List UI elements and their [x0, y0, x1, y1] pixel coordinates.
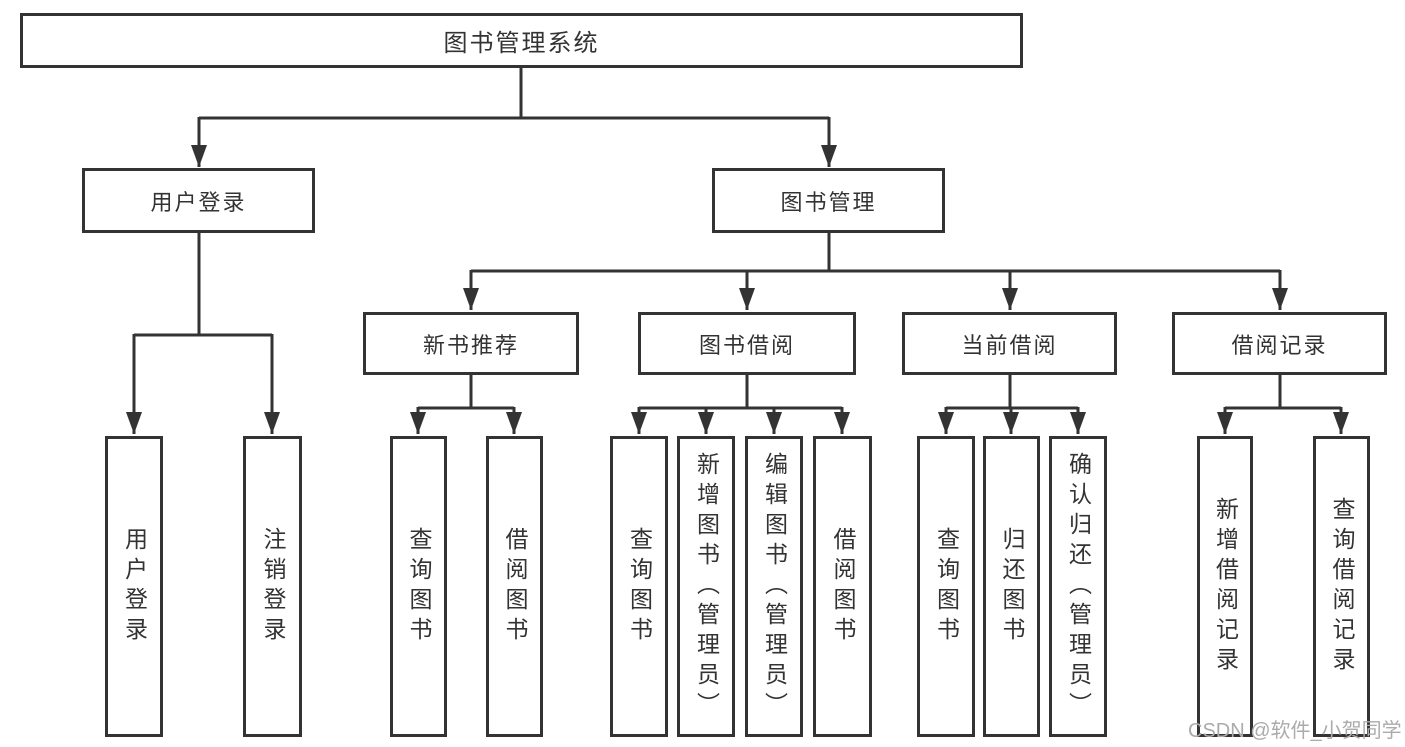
leaf-br-query-record: 查询借阅记录 — [1313, 436, 1370, 737]
leaf-label: 查询图书 — [406, 526, 432, 647]
leaf-br-add-record: 新增借阅记录 — [1197, 436, 1253, 737]
edge-new-books-trunk — [418, 375, 514, 410]
leaf-logout: 注销登录 — [243, 436, 302, 737]
leaf-label: 借阅图书 — [502, 526, 528, 647]
leaf-label: 用户登录 — [121, 526, 148, 647]
leaf-bb-query-books: 查询图书 — [610, 436, 668, 737]
leaf-label: 编辑图书（管理员） — [761, 451, 788, 722]
leaf-bb-add-books: 新增图书（管理员） — [677, 436, 735, 737]
node-book-borrow: 图书借阅 — [638, 312, 856, 375]
leaf-label: 新增借阅记录 — [1212, 496, 1239, 677]
leaf-nb-query-books: 查询图书 — [390, 436, 447, 737]
leaf-label: 确认归还（管理员） — [1065, 451, 1092, 722]
leaf-login: 用户登录 — [105, 436, 163, 737]
leaf-bb-edit-books: 编辑图书（管理员） — [745, 436, 803, 737]
leaf-cb-return-books: 归还图书 — [983, 436, 1040, 737]
edge-borrow-records-trunk — [1225, 375, 1341, 410]
node-root: 图书管理系统 — [20, 13, 1023, 68]
leaf-cb-confirm-return: 确认归还（管理员） — [1049, 436, 1107, 737]
leaf-label: 查询图书 — [626, 526, 653, 647]
leaf-cb-query-books: 查询图书 — [917, 436, 975, 737]
leaf-label: 新增图书（管理员） — [693, 451, 720, 722]
leaf-label: 注销登录 — [260, 526, 286, 647]
node-book-mgmt: 图书管理 — [712, 168, 945, 233]
node-borrow-records: 借阅记录 — [1172, 312, 1387, 375]
node-user-login: 用户登录 — [82, 168, 315, 233]
watermark: CSDN @软件_小贺同学 — [1188, 720, 1402, 742]
edge-root-trunk — [199, 68, 829, 120]
edge-book-borrow-trunk — [639, 375, 842, 410]
leaf-nb-borrow-books: 借阅图书 — [486, 436, 543, 737]
leaf-label: 归还图书 — [999, 526, 1025, 647]
edge-current-borrow-trunk — [946, 375, 1078, 410]
leaf-label: 查询图书 — [933, 526, 960, 647]
edge-user-login-trunk — [134, 233, 272, 337]
leaf-label: 查询借阅记录 — [1329, 496, 1355, 677]
leaf-label: 借阅图书 — [830, 526, 856, 647]
node-new-books: 新书推荐 — [363, 312, 579, 375]
edge-book-mgmt-trunk — [471, 233, 1280, 273]
leaf-bb-borrow-books: 借阅图书 — [813, 436, 872, 737]
node-current-borrow: 当前借阅 — [902, 312, 1117, 375]
